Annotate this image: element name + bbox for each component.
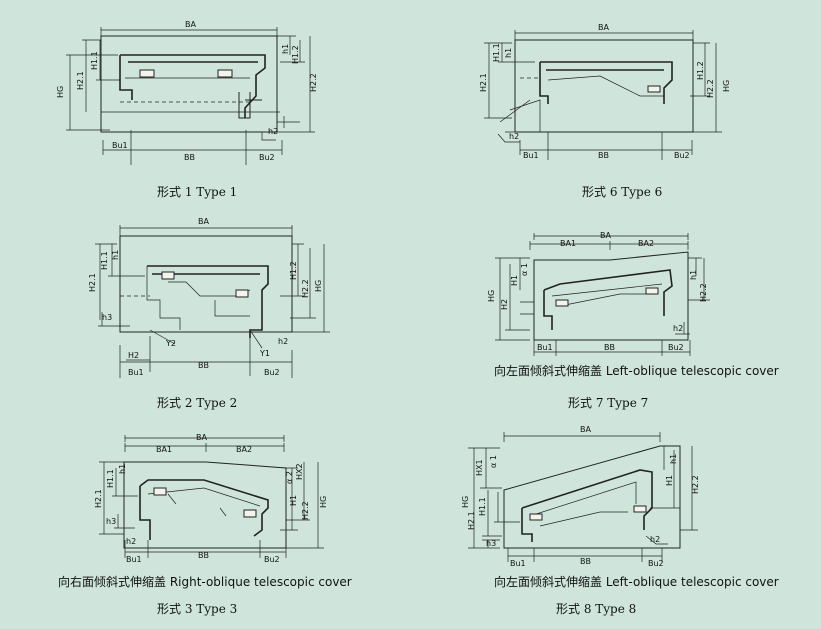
type3-h11-label: H1.1 xyxy=(106,469,115,488)
type7-ba-label: BA xyxy=(600,231,611,240)
type2-h1-label: h1 xyxy=(111,250,120,260)
type8-bu2-label: Bu2 xyxy=(648,559,664,568)
type3-ba-label: BA xyxy=(196,433,207,442)
type3-h21-label: H2.1 xyxy=(94,489,103,508)
type7-ba1-label: BA1 xyxy=(560,239,576,248)
type-8-diagram: BA HG HX1 H2.1 H1.1 α 1 h1 H1 H2.2 h3 h2… xyxy=(461,425,700,568)
type3-h22-label: H2.2 xyxy=(301,501,310,520)
type6-bu1-label: Bu1 xyxy=(523,151,539,160)
type6-ba-label: BA xyxy=(598,23,609,32)
subtitle-right-oblique-3: 向右面倾斜式伸缩盖 Right-oblique telescopic cover xyxy=(58,575,352,589)
type3-bu1-label: Bu1 xyxy=(126,555,142,564)
type2-H2-label: H2 xyxy=(128,351,139,360)
type2-h22-label: H2.2 xyxy=(301,279,310,298)
type1-h1-label: h1 xyxy=(281,44,290,54)
type7-H1-label: H1 xyxy=(510,275,519,286)
caption-type-1: 形式 1 Type 1 xyxy=(157,185,238,199)
type6-h1-label: h1 xyxy=(504,48,513,58)
caption-type-3: 形式 3 Type 3 xyxy=(157,602,238,616)
type1-hg-label: HG xyxy=(56,86,65,98)
type3-ba2-label: BA2 xyxy=(236,445,252,454)
type8-h21-label: H2.1 xyxy=(467,511,476,530)
type7-h2-label: h2 xyxy=(673,324,683,333)
type8-bu1-label: Bu1 xyxy=(510,559,526,568)
type2-bb-label: BB xyxy=(198,361,209,370)
type8-ba-label: BA xyxy=(580,425,591,434)
caption-type-7: 形式 7 Type 7 xyxy=(568,396,649,410)
type6-h2-label: h2 xyxy=(509,132,519,141)
type6-bu2-label: Bu2 xyxy=(674,151,690,160)
type8-h11-label: H1.1 xyxy=(478,497,487,516)
type8-H1-label: H1 xyxy=(665,475,674,486)
type3-bu2-label: Bu2 xyxy=(264,555,280,564)
type7-a1-label: α 1 xyxy=(520,263,529,276)
type2-h11-label: H1.1 xyxy=(100,251,109,270)
type6-h21-label: H2.1 xyxy=(479,73,488,92)
subtitle-left-oblique-8: 向左面倾斜式伸缩盖 Left-oblique telescopic cover xyxy=(494,575,779,589)
type3-hx2-label: HX2 xyxy=(295,463,304,480)
type1-ba-label: BA xyxy=(185,20,196,29)
caption-type-2: 形式 2 Type 2 xyxy=(157,396,238,410)
type7-bu1-label: Bu1 xyxy=(537,343,553,352)
type-3-diagram: BA BA1 BA2 H2.1 H1.1 h1 α 2 HX2 H1 H2.2 … xyxy=(94,433,328,564)
type1-bb-label: BB xyxy=(184,153,195,162)
type7-bu2-label: Bu2 xyxy=(668,343,684,352)
type6-h12-label: H1.2 xyxy=(696,61,705,80)
type2-ba-label: BA xyxy=(198,217,209,226)
type8-hx1-label: HX1 xyxy=(475,459,484,476)
subtitle-left-oblique-7: 向左面倾斜式伸缩盖 Left-oblique telescopic cover xyxy=(494,364,779,378)
type8-hg-label: HG xyxy=(461,496,470,508)
type3-ba1-label: BA1 xyxy=(156,445,172,454)
type7-H2-label: H2 xyxy=(500,299,509,310)
type2-y1-label: Y1 xyxy=(259,349,270,358)
type7-h22-label: H2.2 xyxy=(699,283,708,302)
type3-hg-label: HG xyxy=(319,496,328,508)
type6-h22-label: H2.2 xyxy=(706,79,715,98)
type2-h3-label: h3 xyxy=(102,313,112,322)
type3-H1-label: H1 xyxy=(289,495,298,506)
type3-a2-label: α 2 xyxy=(285,471,294,484)
type7-ba2-label: BA2 xyxy=(638,239,654,248)
caption-type-6: 形式 6 Type 6 xyxy=(582,185,663,199)
type8-h2-label: h2 xyxy=(650,535,660,544)
type6-bb-label: BB xyxy=(598,151,609,160)
type8-h22-label: H2.2 xyxy=(691,475,700,494)
type2-bu1-label: Bu1 xyxy=(128,368,144,377)
type1-bu1-label: Bu1 xyxy=(112,141,128,150)
type8-h3-label: h3 xyxy=(486,539,496,548)
type8-a1-label: α 1 xyxy=(489,455,498,468)
caption-type-8: 形式 8 Type 8 xyxy=(556,602,637,616)
type2-y2-label: Y2 xyxy=(165,339,176,348)
type2-h12-label: H1.2 xyxy=(289,261,298,280)
type2-h21-label: H2.1 xyxy=(88,273,97,292)
type2-hg-label: HG xyxy=(314,280,323,292)
type7-h1-label: h1 xyxy=(689,270,698,280)
type2-h2-label: h2 xyxy=(278,337,288,346)
type7-hg-label: HG xyxy=(487,290,496,302)
type1-h2-label: h2 xyxy=(268,127,278,136)
type3-bb-label: BB xyxy=(198,551,209,560)
type3-h2-label: h2 xyxy=(126,537,136,546)
type2-bu2-label: Bu2 xyxy=(264,368,280,377)
type6-hg-label: HG xyxy=(722,80,731,92)
type8-bb-label: BB xyxy=(580,557,591,566)
type1-h12-label: H1.2 xyxy=(291,45,300,64)
type1-bu2-label: Bu2 xyxy=(259,153,275,162)
type-1-diagram: BA HG H2.1 H1.1 h1 H1.2 H2.2 h2 Bu1 BB B… xyxy=(56,20,318,165)
type-7-diagram: BA BA1 BA2 HG H2 H1 α 1 h1 H2.2 h2 Bu1 B… xyxy=(487,231,710,356)
type8-h1-label: h1 xyxy=(669,454,678,464)
type6-h11-label: H1.1 xyxy=(492,43,501,62)
type3-h3-label: h3 xyxy=(106,517,116,526)
type-6-diagram: BA H2.1 H1.1 h1 H1.2 H2.2 HG h2 Bu1 BB B… xyxy=(479,23,731,160)
type-2-diagram: BA H2.1 H1.1 h1 H1.2 H2.2 HG h3 H2 Y2 Y1… xyxy=(88,217,330,378)
type7-bb-label: BB xyxy=(604,343,615,352)
type1-h21-label: H2.1 xyxy=(76,71,85,90)
type3-h1-label: h1 xyxy=(118,464,127,474)
type1-h11-label: H1.1 xyxy=(90,51,99,70)
type1-h22-label: H2.2 xyxy=(309,73,318,92)
